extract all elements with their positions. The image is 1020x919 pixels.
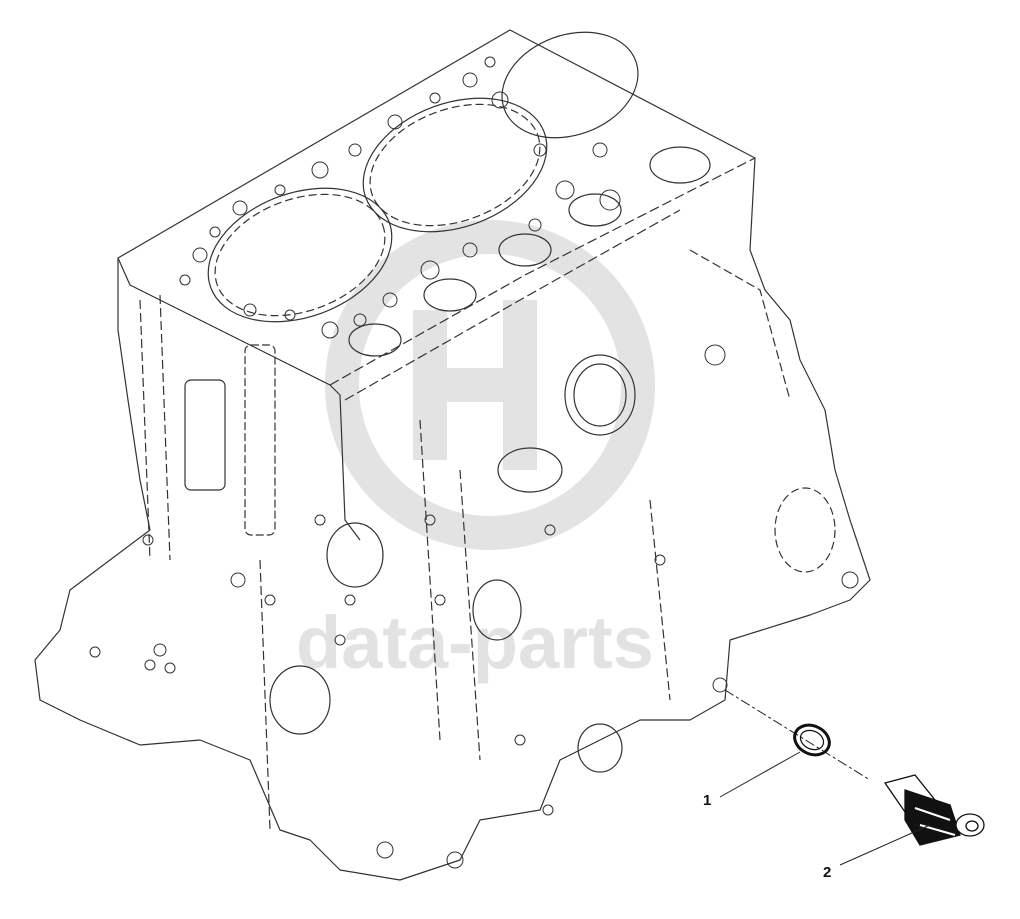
watermark-logo bbox=[325, 220, 655, 550]
washer-part bbox=[793, 723, 831, 757]
leader-line-2 bbox=[839, 824, 931, 866]
watermark: data-parts bbox=[296, 220, 655, 684]
callout-label-2: 2 bbox=[823, 864, 831, 881]
engine-block bbox=[34, 29, 871, 881]
watermark-text: data-parts bbox=[296, 601, 654, 684]
leader-line-1 bbox=[719, 751, 801, 798]
callout-label-1: 1 bbox=[703, 792, 711, 809]
sensor-part bbox=[883, 774, 985, 846]
assembly-axis-line bbox=[724, 689, 871, 781]
